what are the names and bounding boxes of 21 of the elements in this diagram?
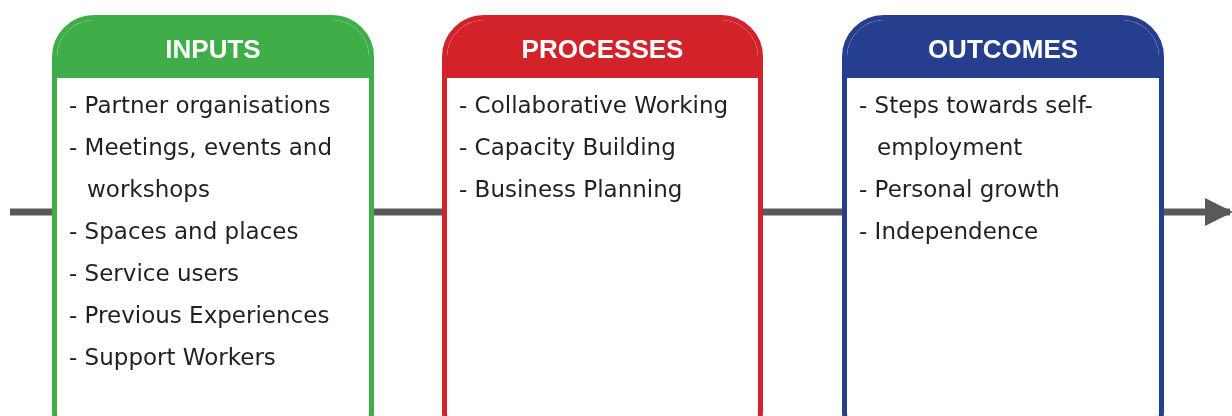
list-item: - Spaces and places	[69, 217, 300, 246]
list-item: - Collaborative Working	[459, 91, 730, 120]
arrow	[1164, 198, 1232, 226]
connector-line	[374, 208, 442, 216]
list-item: - Previous Experiences	[69, 301, 331, 330]
stage-heading: OUTCOMES	[847, 20, 1159, 78]
stage-box	[52, 15, 374, 416]
stage-box	[442, 15, 763, 416]
list-item: - Personal growth	[859, 175, 1061, 204]
list-item: - Independence	[859, 217, 1040, 246]
list-item: - Meetings, events and workshops	[69, 133, 334, 204]
list-item: - Support Workers	[69, 343, 277, 372]
list-item: - Service users	[69, 259, 241, 288]
stage-heading: INPUTS	[57, 20, 369, 78]
stage-box	[842, 15, 1164, 416]
list-item: - Capacity Building	[459, 133, 677, 162]
list-item: - Business Planning	[459, 175, 684, 204]
list-item: - Partner organisations	[69, 91, 332, 120]
connector-line	[763, 208, 842, 216]
list-item: - Steps towards self-employment	[859, 91, 1094, 162]
stage-heading: PROCESSES	[447, 20, 758, 78]
